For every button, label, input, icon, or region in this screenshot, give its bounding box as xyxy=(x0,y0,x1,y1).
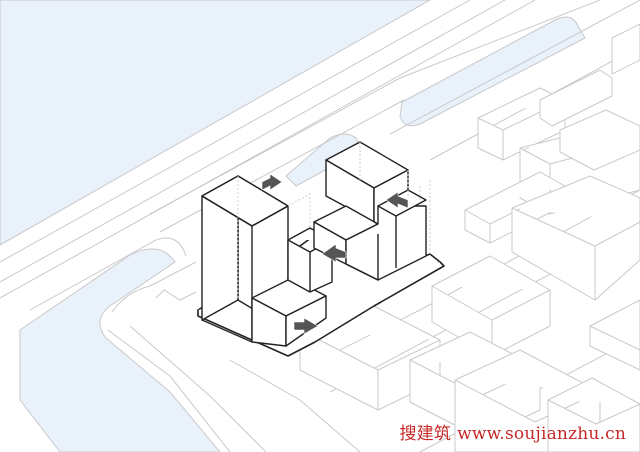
access-arrows xyxy=(261,173,409,335)
street-edge-16 xyxy=(229,359,361,452)
street-edge-11 xyxy=(129,325,267,452)
arrow-north xyxy=(261,173,283,191)
ghost-outlines xyxy=(237,142,431,300)
street-edge-9 xyxy=(111,261,197,313)
watermark-chinese: 搜建筑 xyxy=(399,424,452,444)
street-edge-1 xyxy=(0,0,471,263)
right-edges xyxy=(345,216,397,281)
context-block-13 xyxy=(559,109,640,171)
street-edge-4 xyxy=(29,237,187,311)
context-block-11 xyxy=(539,69,613,127)
context-block-4 xyxy=(511,175,640,301)
context-block-12 xyxy=(611,23,640,75)
street-edge-3 xyxy=(0,0,536,299)
street-edge-5 xyxy=(149,0,601,215)
street-edge-10 xyxy=(107,329,231,452)
arrow-west xyxy=(321,243,347,263)
arrow-east xyxy=(385,191,409,209)
ghost-line-3 xyxy=(419,180,431,254)
canal-left xyxy=(19,248,221,452)
street-edge-7 xyxy=(389,0,640,135)
water-bodies xyxy=(0,0,586,452)
watermark-url: www.soujianzhu.cn xyxy=(457,424,626,444)
arrow-south xyxy=(293,317,319,335)
ghost-line-2 xyxy=(287,193,311,230)
river-large xyxy=(0,0,432,246)
street-edge-2 xyxy=(0,0,506,283)
street-edge-14 xyxy=(155,289,197,301)
main-buildings xyxy=(201,141,427,347)
street-edge-6 xyxy=(159,99,405,233)
ghost-line-1 xyxy=(237,142,409,300)
pond-behind-site xyxy=(285,133,363,187)
context-block-6 xyxy=(589,299,640,371)
canal-top-right xyxy=(399,16,586,127)
context-block-10 xyxy=(547,377,640,452)
